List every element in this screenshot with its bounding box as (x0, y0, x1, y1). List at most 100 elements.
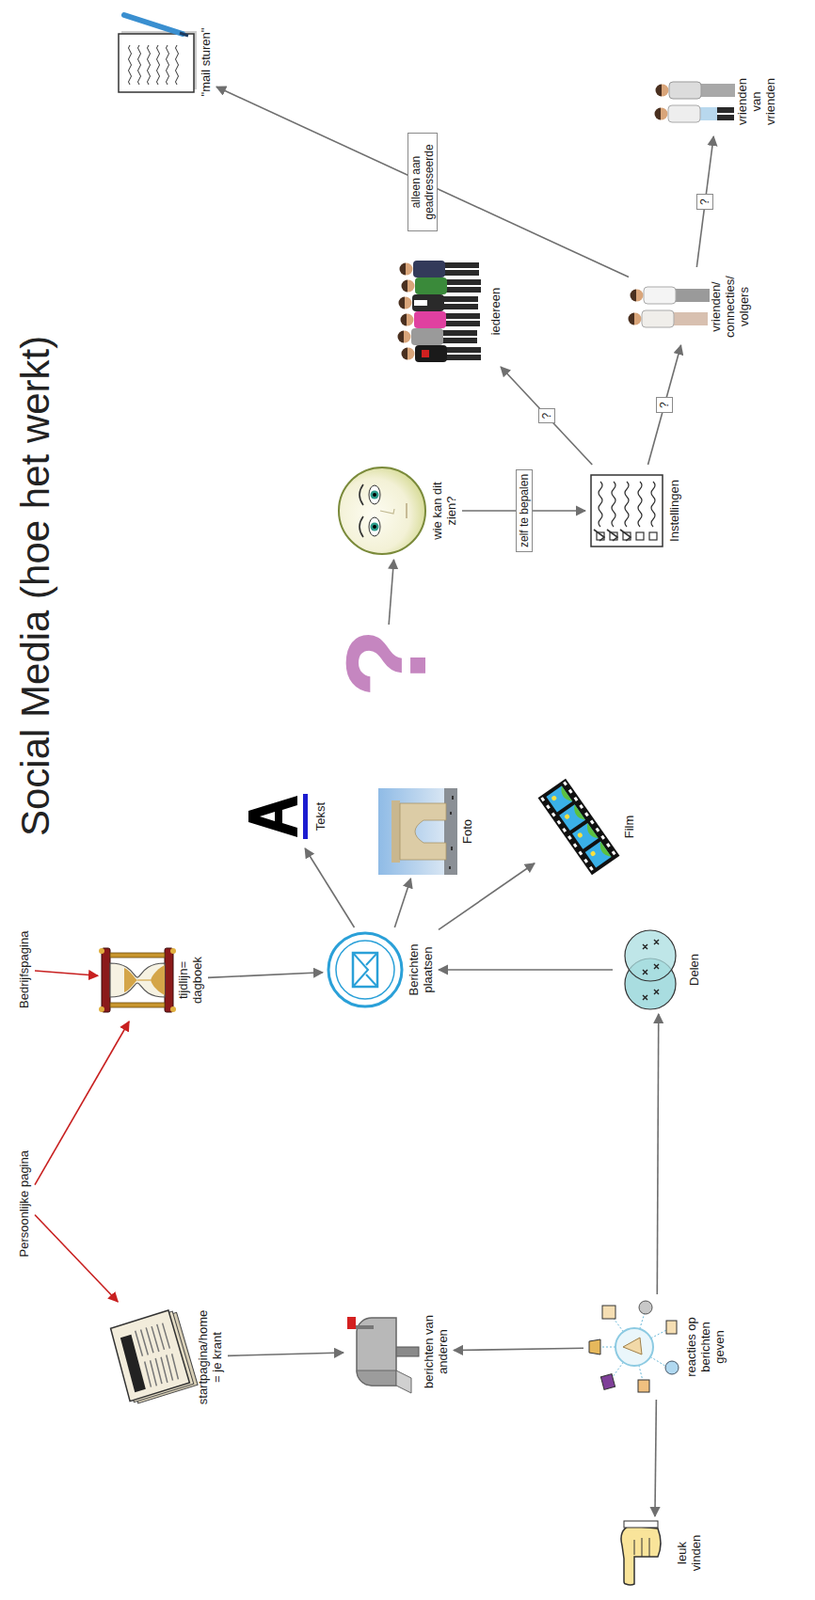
film-strip-icon-part (567, 835, 573, 841)
hourglass-icon (98, 948, 176, 1013)
icon-slot (538, 780, 620, 875)
friends-icon-part (643, 287, 676, 304)
face-icon-part (368, 485, 381, 505)
photo-icon-part (378, 788, 458, 876)
connector-arrow (656, 1014, 658, 1295)
hourglass-icon-part (170, 948, 176, 955)
node-label: Film (622, 815, 637, 840)
film-strip-icon-part (558, 786, 612, 861)
reactions-icon (589, 1301, 679, 1393)
icon-slot (336, 465, 428, 557)
page-type-node: Persoonlijke pagina (16, 1150, 32, 1258)
page-type-node: Bedrijfspagina (16, 931, 32, 1009)
share-node: Delen (616, 929, 702, 1011)
mailbox-icon-part (396, 1371, 412, 1394)
face-icon-part (370, 523, 380, 532)
face-icon-part (368, 517, 381, 537)
film-strip-icon-part (562, 782, 568, 787)
film-strip-icon-part (576, 831, 584, 839)
hourglass-icon-part (164, 948, 174, 1013)
edge-label: ? (655, 397, 673, 414)
friends-icon-part (641, 310, 674, 328)
connector-arrow (453, 1348, 584, 1351)
envelope-circle-icon-part (335, 941, 395, 1000)
people-group-icon-part (399, 294, 480, 312)
share-venn-icon-part (624, 930, 676, 982)
connector-arrow (34, 1215, 118, 1303)
face-icon-part (405, 503, 408, 519)
connector-arrow (207, 973, 323, 979)
connector-arrow (438, 969, 613, 972)
people-group-icon-part (400, 311, 481, 329)
share-venn-icon (624, 930, 676, 1010)
face-icon-part (380, 509, 395, 514)
film-strip-icon-part (595, 828, 601, 833)
settings-checklist-icon-part (593, 529, 631, 542)
people-group-icon-part (399, 260, 480, 278)
icon-slot (606, 1520, 672, 1587)
node-label: Instellingen (667, 479, 682, 543)
people-group-icon-part (413, 260, 446, 278)
connector-arrow (304, 848, 354, 928)
settings-node: Instellingen (589, 468, 682, 554)
reactions-icon-part (639, 1301, 653, 1315)
newspaper-icon-part (109, 1310, 191, 1404)
icon-slot (347, 1308, 419, 1398)
film-strip-icon-part (574, 797, 579, 802)
node-label: Berichten plaatsen (406, 935, 435, 1007)
reactions-icon-part (638, 1380, 650, 1393)
question-mark-node: ? (329, 628, 443, 698)
reactions-node: reacties op berichten geven (587, 1298, 727, 1397)
icon-slot (587, 1298, 682, 1397)
mail-document-icon (118, 15, 197, 93)
icon-slot (112, 19, 196, 105)
hourglass-icon-part (137, 979, 151, 981)
people-group-icon-part (421, 350, 430, 358)
connector-arrow (227, 1353, 344, 1357)
settings-checklist-icon (591, 475, 663, 547)
hourglass-icon-part (170, 1006, 176, 1013)
film-strip-icon-part (589, 866, 594, 872)
connector-arrow (388, 559, 394, 625)
share-venn-icon-part (642, 940, 659, 1001)
hourglass-icon-part (98, 1006, 105, 1013)
hourglass-icon-part (110, 1003, 165, 1008)
like-hand-icon-part (634, 1538, 650, 1558)
node-label: berichten van anderen (421, 1308, 450, 1398)
photo-icon-part (399, 803, 447, 861)
reactions-icon-part (623, 1338, 642, 1356)
face-icon-part (372, 493, 377, 497)
people-group-icon-part (415, 277, 448, 295)
reactions-icon-part (589, 1340, 601, 1356)
people-group-icon-part (411, 328, 444, 346)
question-mark: ? (329, 628, 443, 698)
envelope-circle-icon (328, 933, 402, 1007)
newspaper-icon (109, 1308, 199, 1407)
settings-checklist-icon-part (593, 481, 657, 542)
film-strip-icon-part (557, 820, 562, 826)
mail-document-icon-part (128, 45, 179, 85)
node-label: Persoonlijke pagina (16, 1150, 32, 1258)
people-group-icon-part (414, 311, 447, 329)
icon-slot (658, 70, 733, 133)
film-strip-icon-part (545, 804, 551, 810)
photo-icon (378, 788, 458, 876)
audience-node: iedereen (395, 259, 503, 364)
envelope-circle-node: Berichten plaatsen (326, 931, 435, 1009)
film-strip-icon-part (538, 779, 621, 877)
film-strip-icon (538, 779, 621, 877)
connector-arrow (216, 86, 629, 277)
hourglass-icon-part (110, 953, 165, 959)
film-strip-icon-part (590, 819, 595, 825)
friends-of-friends-icon-part (655, 105, 736, 123)
film-strip-icon-part (561, 828, 567, 833)
node-label: Foto (460, 819, 475, 845)
hourglass-icon-part (150, 965, 165, 996)
film-strip-icon-part (568, 789, 574, 795)
mailbox-icon-part (347, 1317, 356, 1330)
reactions-icon-part (666, 1321, 677, 1335)
node-label: tijdlijn= dagboek (175, 946, 205, 1015)
settings-checklist-icon-part (598, 481, 656, 528)
connector-arrow (655, 1400, 656, 1518)
icon-slot (326, 931, 404, 1009)
